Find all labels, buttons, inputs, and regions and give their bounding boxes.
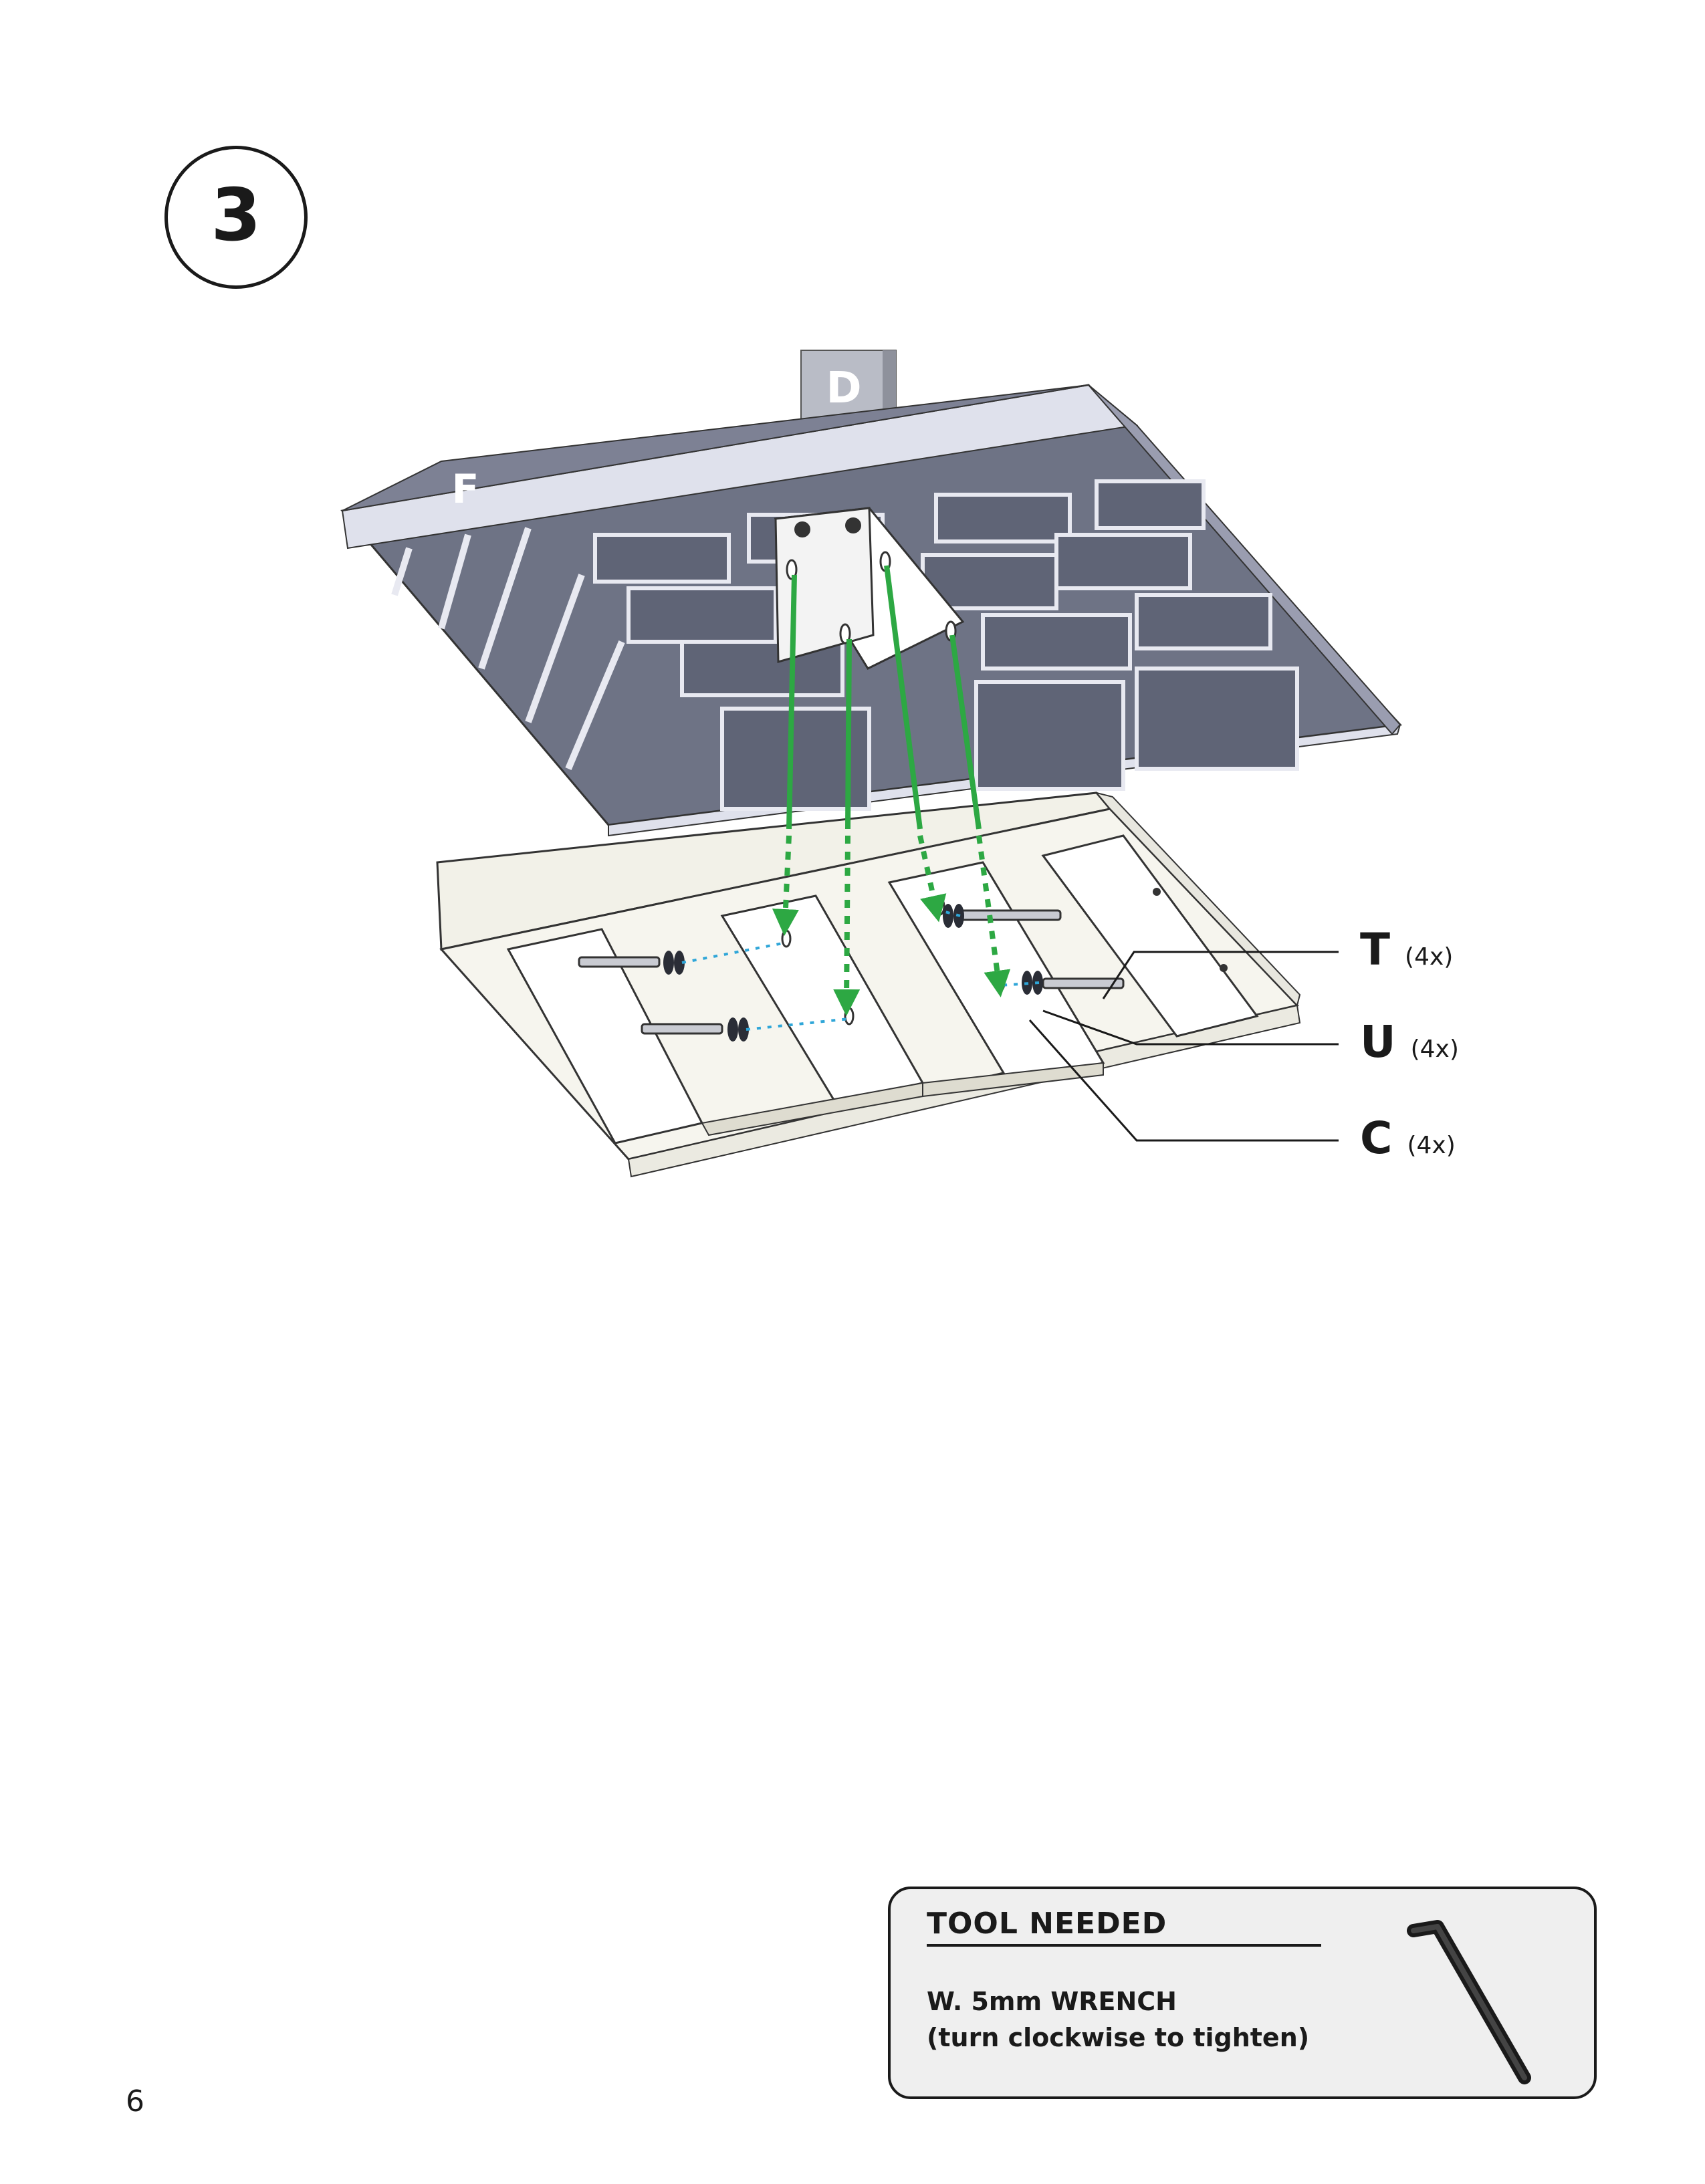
callout-c: C (4x) (1360, 1112, 1456, 1164)
callout-letter: T (1360, 924, 1391, 975)
tool-instruction: (turn clockwise to tighten) (927, 2023, 1310, 2052)
assembly-arrows (772, 565, 1011, 1016)
frame-c (436, 792, 1301, 1178)
callout-t: T (4x) (1360, 924, 1453, 975)
leader-lines (1028, 951, 1339, 1142)
step-number: 3 (211, 174, 261, 257)
callout-quantity: (4x) (1407, 1132, 1456, 1159)
part-label-d: D (826, 364, 861, 413)
tool-name: W. 5mm WRENCH (927, 1987, 1177, 2016)
tool-needed-box: TOOL NEEDED W. 5mm WRENCH (turn clockwis… (888, 1887, 1597, 2099)
callout-u: U (4x) (1360, 1016, 1459, 1068)
callout-letter: C (1360, 1112, 1393, 1164)
washers-u (663, 904, 1043, 1042)
bolts-t (578, 909, 1125, 1035)
page-number: 6 (126, 2084, 144, 2118)
tray-f (340, 384, 1403, 837)
title-underline (927, 1944, 1321, 1947)
tool-title: TOOL NEEDED (927, 1907, 1167, 1941)
callout-letter: U (1360, 1016, 1396, 1068)
callout-quantity: (4x) (1405, 943, 1454, 971)
mounting-bracket (774, 507, 965, 670)
part-label-f: F (452, 466, 479, 513)
assembly-diagram: D F (340, 350, 1403, 1178)
hex-key-icon (1407, 1920, 1531, 2084)
step-number-badge: 3 (164, 146, 308, 289)
callout-quantity: (4x) (1410, 1036, 1459, 1063)
